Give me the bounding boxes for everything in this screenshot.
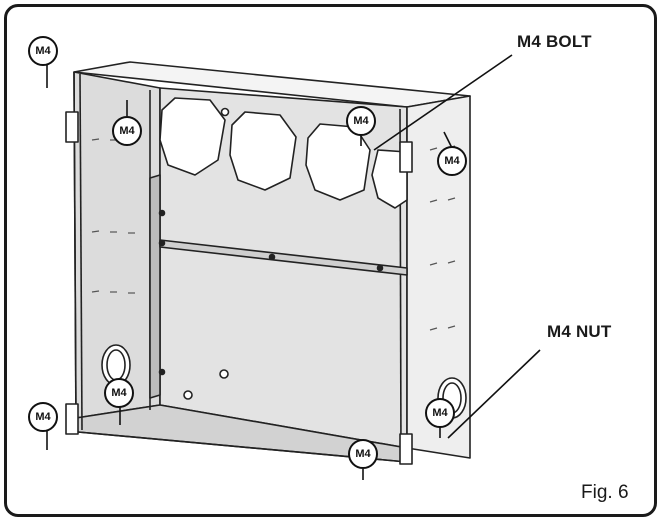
hinge-top-left (65, 111, 79, 143)
right-side-panel (406, 95, 471, 459)
m4-tag: M4 (28, 402, 58, 432)
knockout-1 (159, 97, 226, 176)
figure-caption: Fig. 6 (581, 482, 629, 503)
m4-tag: M4 (112, 116, 142, 146)
m4-tag: M4 (437, 146, 467, 176)
hinge-bottom-left (65, 403, 79, 435)
din-rail (149, 174, 161, 399)
hinge-bottom-right (399, 433, 413, 465)
m4-bolt-label: M4 BOLT (517, 32, 592, 51)
hinge-top-right (399, 141, 413, 173)
nut-leader-line (447, 349, 541, 439)
m4-nut-label: M4 NUT (547, 322, 612, 341)
m4-tag: M4 (346, 106, 376, 136)
m4-tag: M4 (28, 36, 58, 66)
m4-tag: M4 (425, 398, 455, 428)
bolt-leader-line (373, 54, 513, 151)
m4-tag: M4 (348, 439, 378, 469)
m4-tag: M4 (104, 378, 134, 408)
knockout-2 (229, 111, 297, 191)
